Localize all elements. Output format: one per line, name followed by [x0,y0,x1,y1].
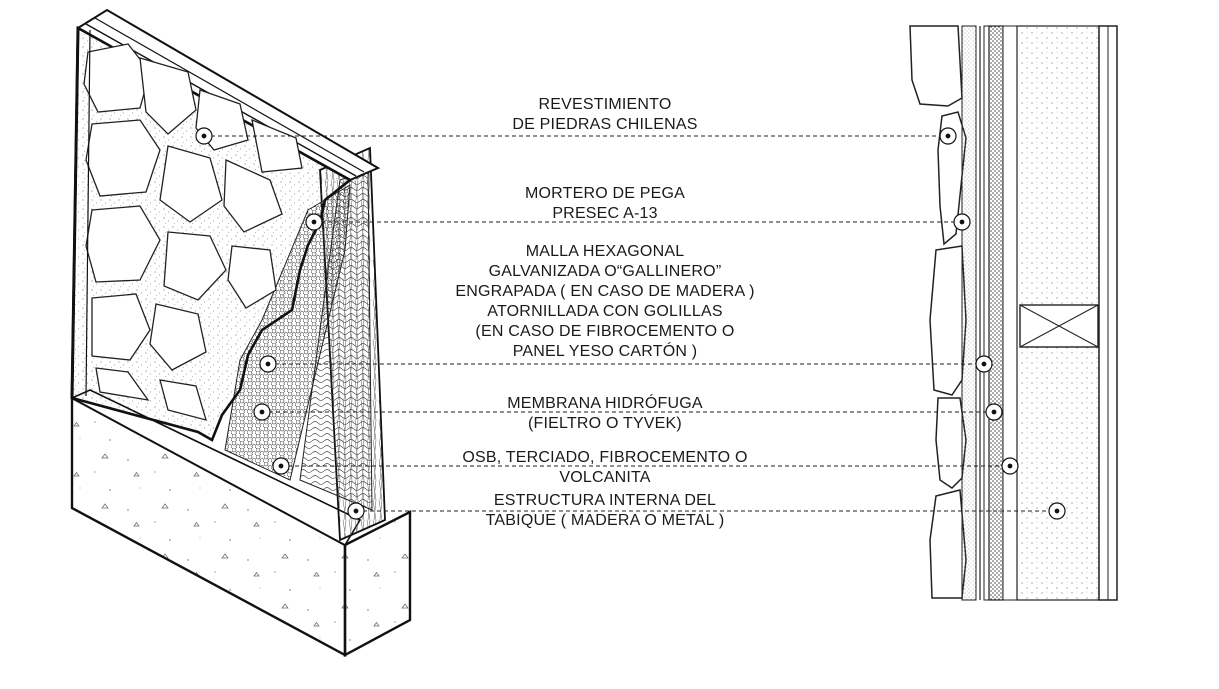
isometric-wall [70,8,412,658]
label-piedras: REVESTIMIENTO DE PIEDRAS CHILENAS [380,95,830,135]
marker-mortero-right [953,213,971,231]
callout-markers [195,127,1066,520]
concrete-base-side [343,510,412,658]
osb-layer-section [988,25,1004,601]
label-malla: MALLA HEXAGONAL GALVANIZADA O“GALLINERO”… [380,242,830,362]
label-malla-line-1: MALLA HEXAGONAL [525,243,685,260]
label-estructura-line-1: ESTRUCTURA INTERNA DEL [493,492,717,509]
label-estructura: ESTRUCTURA INTERNA DEL TABIQUE ( MADERA … [380,491,830,531]
label-malla-line-2: GALVANIZADA O“GALLINERO” [488,263,722,280]
wall-left-edge [85,29,91,397]
label-malla-line-6: PANEL YESO CARTÓN ) [512,343,698,360]
marker-estructura-right [1048,502,1066,520]
label-malla-line-4: ATORNILLADA CON GOLILLAS [487,303,723,320]
stone-panel-top-line [94,17,365,173]
wall-section [909,25,1118,601]
label-osb-line-2: VOLCANITA [559,469,651,486]
marker-membrana-left [253,403,271,421]
marker-osb-right [1001,457,1019,475]
stud-cross [1019,304,1099,348]
label-mortero-line-1: MORTERO DE PEGA [524,185,686,202]
marker-malla-left [259,355,277,373]
leader-lines [204,135,1057,512]
membrane-layer-section [983,25,990,601]
label-mortero: MORTERO DE PEGA PRESEC A-13 [380,184,830,224]
marker-membrana-right [985,403,1003,421]
marker-malla-right [975,355,993,373]
marker-osb-left [272,457,290,475]
board-layer-section [1002,25,1018,601]
label-osb-line-1: OSB, TERCIADO, FIBROCEMENTO O [462,449,748,466]
label-mortero-line-2: PRESEC A-13 [552,205,658,222]
marker-piedras-right [939,127,957,145]
label-estructura-line-2: TABIQUE ( MADERA O METAL ) [485,512,725,529]
label-membrana: MEMBRANA HIDRÓFUGA (FIELTRO O TYVEK) [380,394,830,434]
label-membrana-line-1: MEMBRANA HIDRÓFUGA [507,395,703,412]
label-malla-line-3: ENGRAPADA ( EN CASO DE MADERA ) [455,283,755,300]
marker-mortero-left [305,213,323,231]
label-piedras-line-1: REVESTIMIENTO [538,96,672,113]
label-malla-line-5: (EN CASO DE FIBROCEMENTO O [475,323,735,340]
marker-estructura-left [347,502,365,520]
label-membrana-line-2: (FIELTRO O TYVEK) [528,415,682,432]
label-piedras-line-2: DE PIEDRAS CHILENAS [512,116,698,133]
mortar-layer-section [961,25,977,601]
marker-piedras-left [195,127,213,145]
stone-blocks-section [909,25,967,599]
wall-left-edge [70,27,80,399]
label-osb: OSB, TERCIADO, FIBROCEMENTO O VOLCANITA [380,448,830,488]
